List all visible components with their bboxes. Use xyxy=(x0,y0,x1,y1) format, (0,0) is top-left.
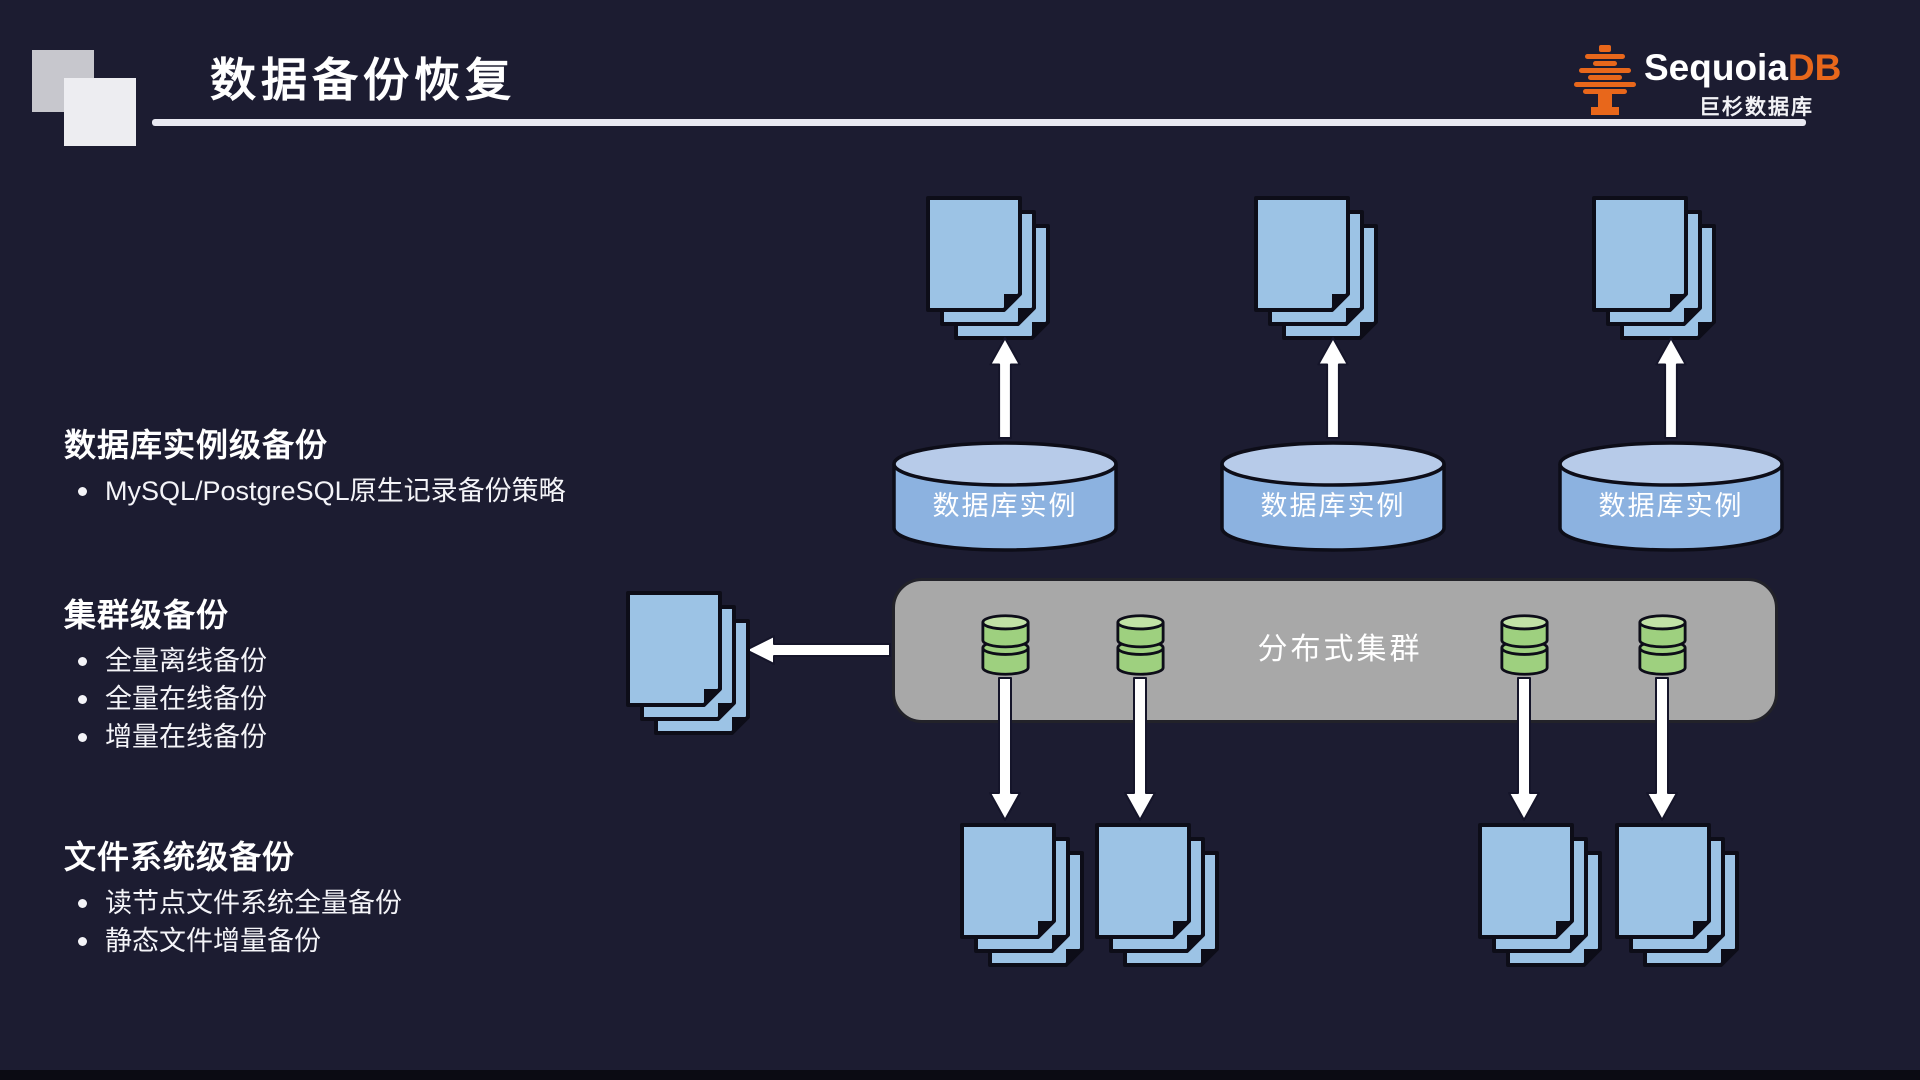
bullet-item: 增量在线备份 xyxy=(64,718,664,756)
bullet-text: 读节点文件系统全量备份 xyxy=(105,888,402,918)
backup-files-icon xyxy=(1592,196,1716,340)
up-arrow-icon xyxy=(1653,336,1689,440)
brand-name: SequoiaDB xyxy=(1644,46,1841,90)
bullet-text: 增量在线备份 xyxy=(105,722,267,752)
bullet-item: 全量离线备份 xyxy=(64,642,664,680)
backup-files-icon xyxy=(1095,823,1219,967)
backup-files-icon xyxy=(960,823,1084,967)
cluster-box xyxy=(892,578,1778,723)
brand-name-sequoia: Sequoia xyxy=(1644,47,1788,88)
bullet-item: MySQL/PostgreSQL原生记录备份策略 xyxy=(64,472,664,510)
bullet-dot xyxy=(78,937,87,946)
bullet-list: 全量离线备份 全量在线备份 增量在线备份 xyxy=(64,642,664,756)
bullet-dot xyxy=(78,695,87,704)
cluster-node-icon xyxy=(1635,612,1690,678)
backup-files-icon xyxy=(626,591,750,735)
bullet-text: 静态文件增量备份 xyxy=(105,926,321,956)
bullet-item: 全量在线备份 xyxy=(64,680,664,718)
bottom-letterbox-bar xyxy=(0,1070,1920,1080)
down-arrow-icon xyxy=(1506,676,1542,822)
bullet-dot xyxy=(78,657,87,666)
section-cluster-backup: 集群级备份 全量离线备份 全量在线备份 增量在线备份 xyxy=(64,590,664,756)
backup-files-icon xyxy=(1478,823,1602,967)
down-arrow-icon xyxy=(1122,676,1158,822)
bullet-text: 全量在线备份 xyxy=(105,684,267,714)
backup-files-icon xyxy=(926,196,1050,340)
bullet-list: 读节点文件系统全量备份 静态文件增量备份 xyxy=(64,884,664,960)
bullet-text: 全量离线备份 xyxy=(105,646,267,676)
brand-name-db: DB xyxy=(1787,47,1842,88)
left-arrow-icon xyxy=(744,633,892,667)
bullet-dot xyxy=(78,487,87,496)
section-instance-backup: 数据库实例级备份 MySQL/PostgreSQL原生记录备份策略 xyxy=(64,420,664,510)
bullet-list: MySQL/PostgreSQL原生记录备份策略 xyxy=(64,472,664,510)
bullet-item: 读节点文件系统全量备份 xyxy=(64,884,664,922)
database-instance-label: 数据库实例 xyxy=(1260,491,1406,521)
section-heading: 数据库实例级备份 xyxy=(64,427,329,463)
cluster-label: 分布式集群 xyxy=(1257,633,1423,666)
section-heading: 集群级备份 xyxy=(64,597,230,633)
down-arrow-icon xyxy=(1644,676,1680,822)
down-arrow-icon xyxy=(987,676,1023,822)
up-arrow-icon xyxy=(1315,336,1351,440)
sequoia-tree-icon xyxy=(1574,45,1636,115)
section-filesystem-backup: 文件系统级备份 读节点文件系统全量备份 静态文件增量备份 xyxy=(64,832,664,960)
backup-files-icon xyxy=(1254,196,1378,340)
decor-square-front xyxy=(64,78,136,146)
section-heading: 文件系统级备份 xyxy=(64,839,296,875)
bullet-item: 静态文件增量备份 xyxy=(64,922,664,960)
bullet-dot xyxy=(78,733,87,742)
up-arrow-icon xyxy=(987,336,1023,440)
backup-files-icon xyxy=(1615,823,1739,967)
database-instance-label: 数据库实例 xyxy=(932,491,1078,521)
cluster-node-icon xyxy=(1113,612,1168,678)
database-instance-label: 数据库实例 xyxy=(1598,491,1744,521)
title-underline xyxy=(152,119,1806,126)
page-title: 数据备份恢复 xyxy=(210,54,516,106)
bullet-dot xyxy=(78,899,87,908)
bullet-text: MySQL/PostgreSQL原生记录备份策略 xyxy=(105,476,566,506)
brand-subtitle: 巨杉数据库 xyxy=(1699,96,1814,119)
cluster-node-icon xyxy=(1497,612,1552,678)
cluster-node-icon xyxy=(978,612,1033,678)
